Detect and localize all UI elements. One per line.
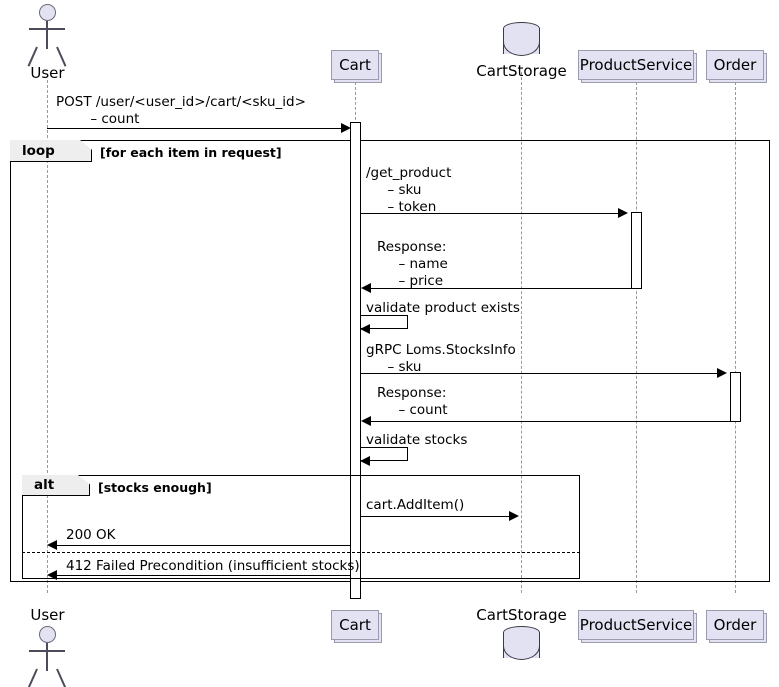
message-label-200-ok: 200 OK bbox=[66, 527, 116, 543]
fragment-alt bbox=[22, 475, 580, 579]
message-label-post-cart: POST /user/<user_id>/cart/<sku_id> – cou… bbox=[56, 94, 306, 127]
participant-cartstorage-top[interactable]: CartStorage bbox=[476, 62, 567, 80]
message-label-add-item: cart.AddItem() bbox=[366, 497, 465, 513]
fragment-loop bbox=[10, 140, 770, 582]
actor-user-spine-top bbox=[46, 21, 48, 49]
fragment-alt-separator bbox=[22, 552, 580, 553]
message-arrowhead-stocks-response bbox=[361, 416, 371, 426]
actor-user-spine-bottom bbox=[46, 643, 48, 671]
lifeline-order bbox=[735, 82, 736, 593]
message-arrowhead-validate-stocks bbox=[360, 456, 370, 466]
fragment-alt-condition: [stocks enough] bbox=[98, 480, 212, 495]
fragment-loop-tab: loop bbox=[10, 140, 92, 162]
message-arrowhead-product-response bbox=[361, 283, 371, 293]
actor-user-arms-top bbox=[29, 28, 65, 30]
message-label-stocks-response: Response: – count bbox=[377, 385, 448, 418]
message-arrowhead-200-ok bbox=[47, 540, 57, 550]
message-line-stocks-response bbox=[371, 421, 730, 422]
participant-cart-top[interactable]: Cart bbox=[331, 50, 379, 80]
message-line-add-item bbox=[361, 516, 511, 517]
actor-user-leg-right-bottom bbox=[56, 668, 67, 687]
message-arrowhead-add-item bbox=[509, 511, 519, 521]
message-line-get-product bbox=[361, 213, 620, 214]
participant-cart-bottom[interactable]: Cart bbox=[331, 610, 379, 640]
participant-order-top[interactable]: Order bbox=[706, 50, 764, 80]
actor-user-head-top bbox=[39, 4, 56, 21]
fragment-loop-condition: [for each item in request] bbox=[100, 145, 282, 160]
participant-cartstorage-bottom[interactable]: CartStorage bbox=[476, 606, 567, 624]
activation-order bbox=[730, 372, 741, 422]
participant-productservice-bottom[interactable]: ProductService bbox=[578, 610, 694, 640]
message-label-get-product: /get_product – sku – token bbox=[366, 165, 452, 215]
activation-productservice bbox=[631, 212, 642, 289]
lifeline-user bbox=[47, 80, 48, 593]
fragment-alt-tab: alt bbox=[22, 475, 90, 496]
actor-label-user-top: User bbox=[30, 64, 65, 82]
actor-user-head-bottom bbox=[39, 626, 56, 643]
message-label-412-failed: 412 Failed Precondition (insufficient st… bbox=[66, 558, 360, 574]
message-label-validate-stocks: validate stocks bbox=[366, 432, 468, 448]
message-label-product-response: Response: – name – price bbox=[377, 239, 448, 289]
activation-cart bbox=[350, 122, 361, 599]
message-arrowhead-post-cart bbox=[341, 123, 351, 133]
message-selfloop-validate-stocks bbox=[361, 447, 408, 461]
message-line-product-response bbox=[371, 288, 631, 289]
participant-productservice-top[interactable]: ProductService bbox=[578, 50, 694, 80]
actor-user-arms-bottom bbox=[29, 650, 65, 652]
message-arrowhead-get-product bbox=[618, 208, 628, 218]
message-label-stocksinfo: gRPC Loms.StocksInfo – sku bbox=[366, 342, 516, 375]
fragment-alt-operator: alt bbox=[34, 477, 55, 493]
message-label-validate-product: validate product exists bbox=[366, 300, 520, 316]
participant-order-bottom[interactable]: Order bbox=[706, 610, 764, 640]
message-arrowhead-validate-product bbox=[360, 324, 370, 334]
message-selfloop-validate-product bbox=[361, 315, 408, 329]
lifeline-cartstorage bbox=[521, 72, 522, 593]
message-arrowhead-stocksinfo bbox=[717, 368, 727, 378]
message-line-post-cart bbox=[47, 128, 344, 129]
actor-user-leg-left-bottom bbox=[27, 668, 38, 687]
fragment-loop-operator: loop bbox=[22, 142, 55, 159]
lifeline-productservice bbox=[636, 82, 637, 593]
message-line-200-ok bbox=[57, 545, 350, 546]
message-arrowhead-412-failed bbox=[47, 570, 57, 580]
message-line-412-failed bbox=[57, 575, 350, 576]
actor-label-user-bottom: User bbox=[30, 606, 65, 624]
message-line-stocksinfo bbox=[361, 373, 719, 374]
